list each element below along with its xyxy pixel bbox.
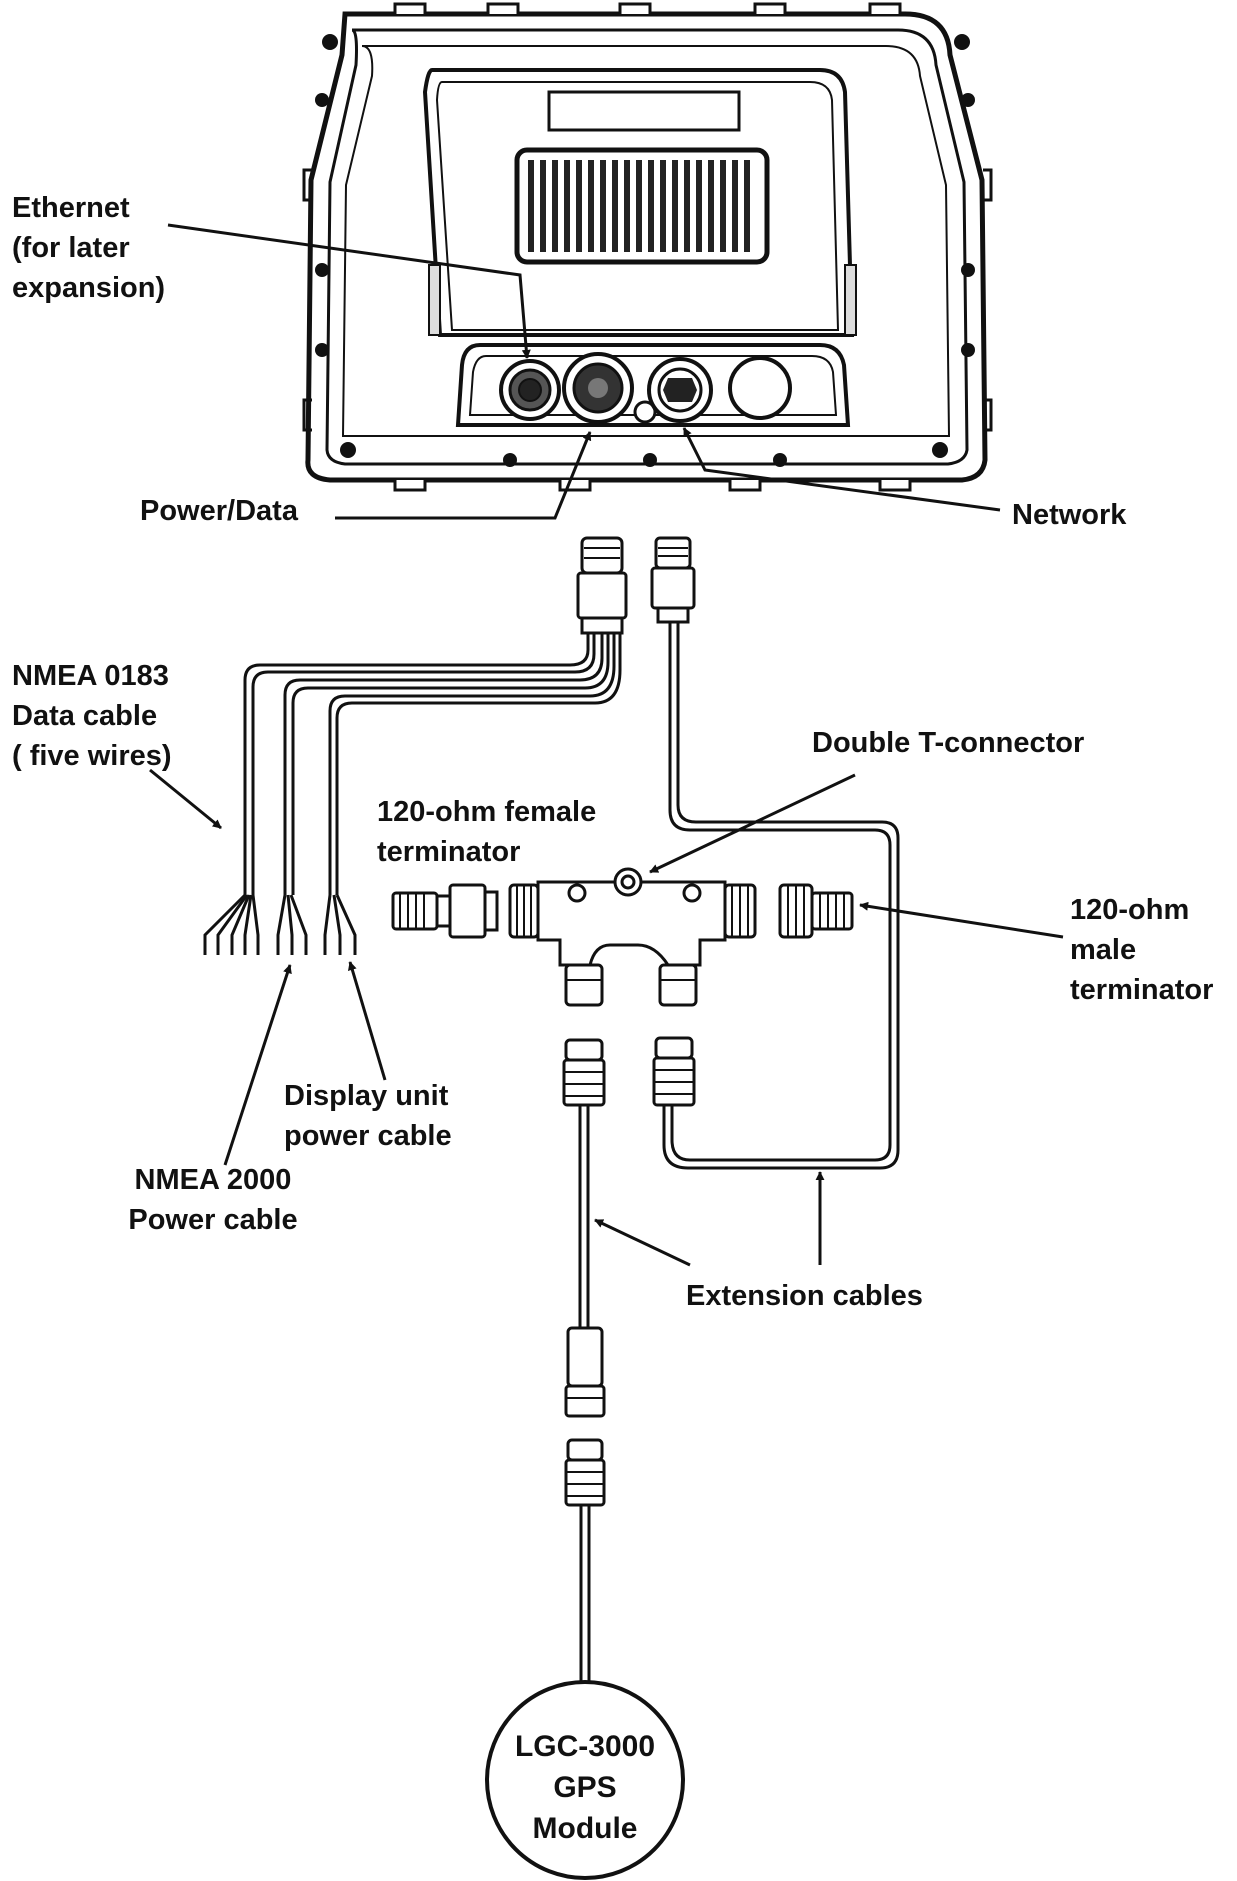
arrow-double-t — [649, 773, 856, 874]
label-ethernet: Ethernet (for later expansion) — [12, 192, 166, 304]
label-display-unit-power: Display unit power cable — [284, 1080, 452, 1152]
label-female-terminator: 120-ohm female terminator — [377, 796, 597, 868]
gps-module-cable — [579, 1505, 591, 1682]
label-network: Network — [1012, 499, 1127, 531]
connector-panel — [455, 343, 851, 427]
leader-arrows — [149, 223, 1064, 1267]
network-port — [647, 357, 713, 423]
arrow-ethernet — [167, 223, 531, 359]
male-terminator — [778, 883, 854, 939]
arrow-power-data — [335, 431, 592, 520]
arrow-display-power — [347, 961, 387, 1081]
label-nmea2000-power: NMEA 2000 Power cable — [128, 1164, 298, 1236]
arrow-nmea2000 — [223, 964, 292, 1166]
gps-extension-cable — [578, 1105, 590, 1330]
network-cable — [668, 622, 892, 1162]
power-data-port — [562, 352, 634, 424]
gps-extension-connector-top — [562, 1038, 606, 1107]
bare-wire-ends — [203, 893, 357, 955]
blank-port-cap — [728, 356, 792, 420]
label-extension-cables: Extension cables — [686, 1280, 923, 1312]
network-extension-connector — [652, 1036, 696, 1107]
arrow-male-terminator — [859, 901, 1064, 939]
network-cable-connector — [650, 536, 696, 624]
arrow-nmea0183 — [149, 768, 222, 830]
reset-hole — [633, 400, 657, 424]
power-data-connector — [576, 536, 628, 635]
label-gps-module: LGC-3000 GPS Module — [514, 1730, 656, 1845]
gps-module-circle — [485, 1680, 685, 1880]
label-double-t-connector: Double T-connector — [812, 727, 1085, 759]
female-terminator — [391, 883, 499, 939]
ethernet-port — [499, 359, 561, 421]
label-nmea0183: NMEA 0183 Data cable ( five wires) — [12, 660, 172, 772]
arrow-network — [682, 427, 1001, 512]
arrow-extension-left — [594, 1218, 691, 1267]
label-power-data: Power/Data — [140, 495, 298, 527]
gps-module-connector — [564, 1438, 606, 1507]
gps-inline-coupler — [564, 1326, 606, 1418]
label-male-terminator: 120-ohm male terminator — [1070, 894, 1214, 1006]
mounting-holes — [315, 34, 975, 467]
power-data-cable-wires — [243, 633, 622, 895]
double-t-connector — [508, 867, 757, 1007]
